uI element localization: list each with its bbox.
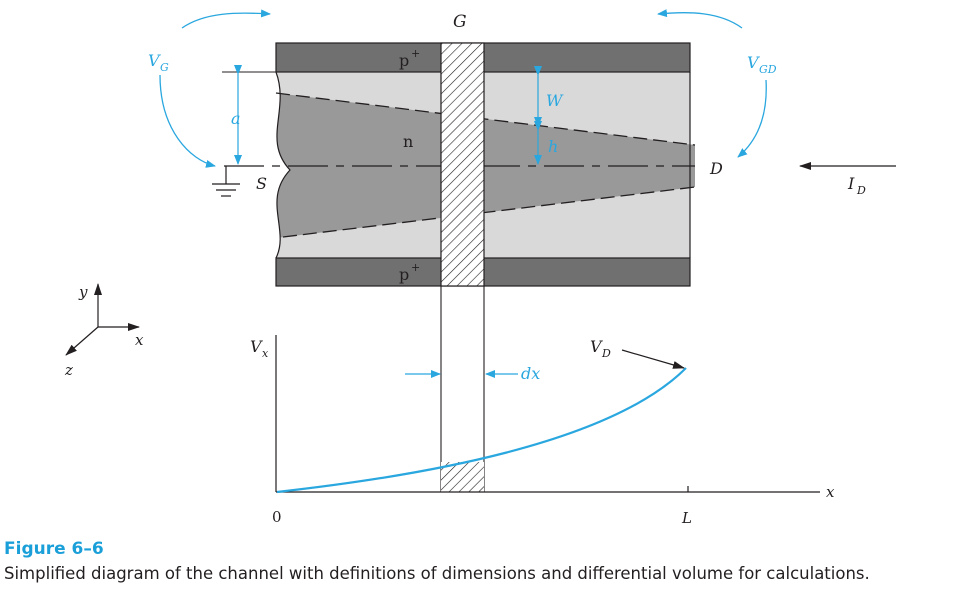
drain-label: D	[709, 159, 723, 178]
vgd-label: V	[747, 53, 760, 72]
vx-curve	[276, 367, 687, 494]
plot-x-label: x	[826, 483, 835, 501]
vd-label: V	[590, 337, 603, 356]
vg-label: V	[148, 51, 161, 70]
n-region-label: n	[403, 132, 413, 151]
vg-sub: G	[160, 61, 169, 74]
gate-label: G	[453, 12, 467, 32]
vgd-arrow-bottom	[737, 79, 767, 158]
vgd-arrow-top	[657, 9, 743, 29]
depletion-boundary-bottom	[282, 186, 696, 238]
vx-sub: x	[262, 347, 269, 360]
differential-slice	[440, 42, 485, 287]
figure-caption: Simplified diagram of the channel with d…	[4, 564, 870, 583]
dim-w-label: W	[546, 91, 564, 110]
vg-arrow-bottom	[159, 74, 216, 168]
p-plus-bottom-label: p	[399, 265, 409, 284]
depletion-boundary-top	[275, 92, 696, 146]
p-plus-bottom-sup: +	[411, 261, 420, 274]
axis-x-label: x	[135, 331, 144, 349]
p-plus-top-label: p	[399, 51, 409, 70]
vd-sub: D	[601, 347, 611, 360]
axis-z-label: z	[64, 361, 73, 379]
source-label: S	[256, 174, 267, 193]
axis-y-label: y	[78, 283, 88, 301]
slice-hatch-lower	[441, 462, 484, 492]
drain-current-sub: D	[856, 184, 866, 197]
dim-h-label: h	[548, 137, 558, 156]
source-edge-outline	[275, 71, 291, 259]
dx-label: dx	[521, 364, 540, 383]
drain-current-label: I	[847, 174, 855, 193]
p-plus-top-sup: +	[411, 47, 420, 60]
ground-icon	[212, 166, 240, 197]
vg-arrow-top	[181, 9, 271, 29]
vgd-sub: GD	[759, 63, 777, 76]
coordinate-axes	[65, 283, 140, 356]
figure-title: Figure 6–6	[4, 539, 104, 559]
device-body	[224, 42, 696, 287]
vd-pointer	[621, 349, 685, 369]
dim-a-label: a	[231, 109, 241, 128]
source-edge	[270, 72, 290, 258]
length-label: L	[681, 509, 692, 527]
vx-label: V	[250, 337, 263, 356]
origin-label: 0	[272, 508, 282, 526]
